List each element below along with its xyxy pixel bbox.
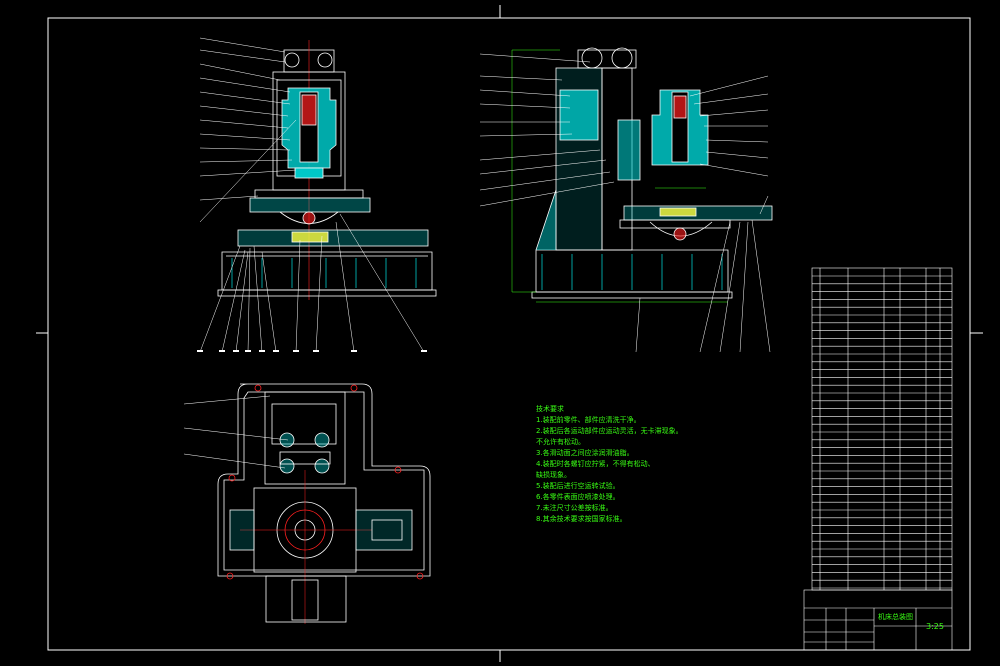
drawing-title: 机床总装图	[878, 613, 913, 621]
drawing-scale: 3:25	[926, 622, 944, 631]
parts-list-table	[811, 267, 953, 591]
side-view	[479, 47, 773, 353]
note-line: 4.装配时各螺钉应拧紧，不得有松动、	[536, 460, 655, 468]
note-line: 不允许有松动。	[536, 438, 585, 446]
note-line: 3.各滑动面之间应涂润滑油脂。	[536, 449, 634, 457]
note-line: 7.未注尺寸公差按标准。	[536, 504, 613, 512]
drawing-frame	[36, 5, 983, 662]
title-block	[803, 589, 953, 651]
note-line: 缺损现象。	[536, 471, 571, 479]
note-line: 8.其余技术要求按国家标准。	[536, 515, 627, 523]
technical-notes: 技术要求 1.装配前零件、部件应清洗干净。 2.装配后各运动部件应运动灵活，无卡…	[536, 404, 683, 525]
top-view	[183, 383, 431, 624]
note-line: 5.装配后进行空运转试验。	[536, 482, 620, 490]
note-line: 6.各零件表面应喷漆处理。	[536, 493, 620, 501]
note-line: 2.装配后各运动部件应运动灵活，无卡滞现象。	[536, 427, 683, 435]
note-line: 1.装配前零件、部件应清洗干净。	[536, 416, 641, 424]
note-line: 技术要求	[536, 405, 564, 413]
front-view	[197, 37, 437, 353]
